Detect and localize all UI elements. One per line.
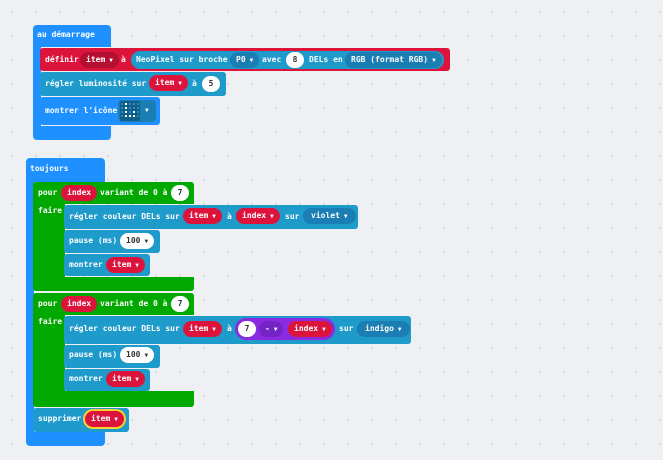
chevron-down-icon: ▼ — [109, 57, 113, 64]
on-start-spine — [33, 45, 41, 128]
chevron-down-icon: ▼ — [322, 326, 326, 333]
show-variable-item[interactable]: item▼ — [106, 257, 145, 273]
show-label: montrer — [69, 374, 103, 383]
chevron-down-icon: ▼ — [270, 213, 274, 220]
to-label: à — [121, 55, 126, 64]
chevron-down-icon: ▼ — [273, 326, 278, 333]
brightness-label: régler luminosité sur — [45, 79, 147, 88]
for-label: pour — [38, 188, 58, 197]
delete-variable-item[interactable]: item▼ — [85, 411, 124, 427]
strip-variable-item[interactable]: item▼ — [183, 321, 222, 337]
chevron-down-icon: ▼ — [432, 57, 436, 64]
brightness-value-input[interactable]: 5 — [202, 76, 220, 92]
to-label: à — [192, 79, 197, 88]
chevron-down-icon: ▼ — [397, 326, 402, 333]
show-icon-label: montrer l'icône — [45, 106, 118, 115]
neopixel-fn-label: NeoPixel sur broche — [136, 55, 228, 64]
led-icon-preview — [120, 101, 140, 121]
range-label: variant de 0 à — [100, 188, 168, 197]
for-loop-spine — [33, 202, 65, 278]
set-label: définir — [45, 55, 79, 64]
at-label: à — [227, 324, 232, 333]
chevron-down-icon: ▼ — [144, 238, 149, 245]
chevron-down-icon: ▼ — [114, 416, 118, 423]
operand-input[interactable]: 7 — [238, 321, 256, 337]
at-label: à — [227, 212, 232, 221]
with-label: avec — [262, 55, 282, 64]
on-label: sur — [339, 324, 354, 333]
color-dropdown-indigo[interactable]: indigo▼ — [357, 321, 410, 337]
mode-dropdown[interactable]: RGB (format RGB)▼ — [345, 52, 442, 68]
forever-footer — [26, 432, 105, 446]
chevron-down-icon: ▼ — [212, 326, 216, 333]
pause-label: pause (ms) — [69, 350, 118, 359]
on-start-footer — [33, 126, 111, 140]
chevron-down-icon: ▼ — [144, 352, 149, 359]
delete-label: supprimer — [38, 414, 82, 423]
pause-value-dropdown[interactable]: 100▼ — [120, 233, 155, 249]
for-loop-spine — [33, 313, 65, 393]
on-start-label: au démarrage — [37, 30, 95, 39]
led-count-input[interactable]: 8 — [286, 52, 304, 68]
forever-block[interactable] — [26, 158, 105, 182]
leds-in-label: DELs en — [309, 55, 343, 64]
chevron-down-icon: ▼ — [145, 107, 149, 114]
index-variable[interactable]: index▼ — [288, 321, 332, 337]
strip-variable-item[interactable]: item▼ — [183, 208, 222, 224]
loop-max-input[interactable]: 7 — [171, 185, 189, 201]
loop-variable-index[interactable]: index — [61, 296, 98, 312]
variable-dropdown-item[interactable]: item▼ — [80, 52, 119, 68]
chevron-down-icon: ▼ — [212, 213, 216, 220]
for-loop-footer — [33, 277, 194, 291]
color-dropdown-violet[interactable]: violet▼ — [303, 208, 356, 224]
variable-item[interactable]: item▼ — [149, 75, 188, 91]
do-label: faire — [38, 317, 63, 326]
operator-dropdown[interactable]: -▼ — [259, 321, 284, 337]
for-label: pour — [38, 299, 58, 308]
show-label: montrer — [69, 260, 103, 269]
set-color-label: régler couleur DELs sur — [69, 324, 180, 333]
forever-label: toujours — [30, 164, 69, 173]
index-variable[interactable]: index▼ — [236, 208, 280, 224]
do-label: faire — [38, 206, 63, 215]
loop-variable-index[interactable]: index — [61, 185, 98, 201]
chevron-down-icon: ▼ — [135, 376, 139, 383]
on-start-block[interactable] — [33, 25, 111, 47]
for-loop-footer — [33, 391, 194, 407]
icon-dropdown[interactable]: ▼ — [118, 100, 156, 122]
show-variable-item[interactable]: item▼ — [106, 371, 145, 387]
on-label: sur — [285, 212, 300, 221]
chevron-down-icon: ▼ — [135, 262, 139, 269]
chevron-down-icon: ▼ — [343, 213, 348, 220]
forever-spine — [26, 180, 34, 435]
chevron-down-icon: ▼ — [249, 57, 254, 64]
set-color-label: régler couleur DELs sur — [69, 212, 180, 221]
pause-value-dropdown[interactable]: 100▼ — [120, 347, 155, 363]
range-label: variant de 0 à — [100, 299, 168, 308]
pin-dropdown[interactable]: P0▼ — [230, 52, 260, 68]
pause-label: pause (ms) — [69, 236, 118, 245]
set-brightness-block[interactable] — [40, 72, 226, 96]
chevron-down-icon: ▼ — [178, 80, 182, 87]
loop-max-input[interactable]: 7 — [171, 296, 189, 312]
